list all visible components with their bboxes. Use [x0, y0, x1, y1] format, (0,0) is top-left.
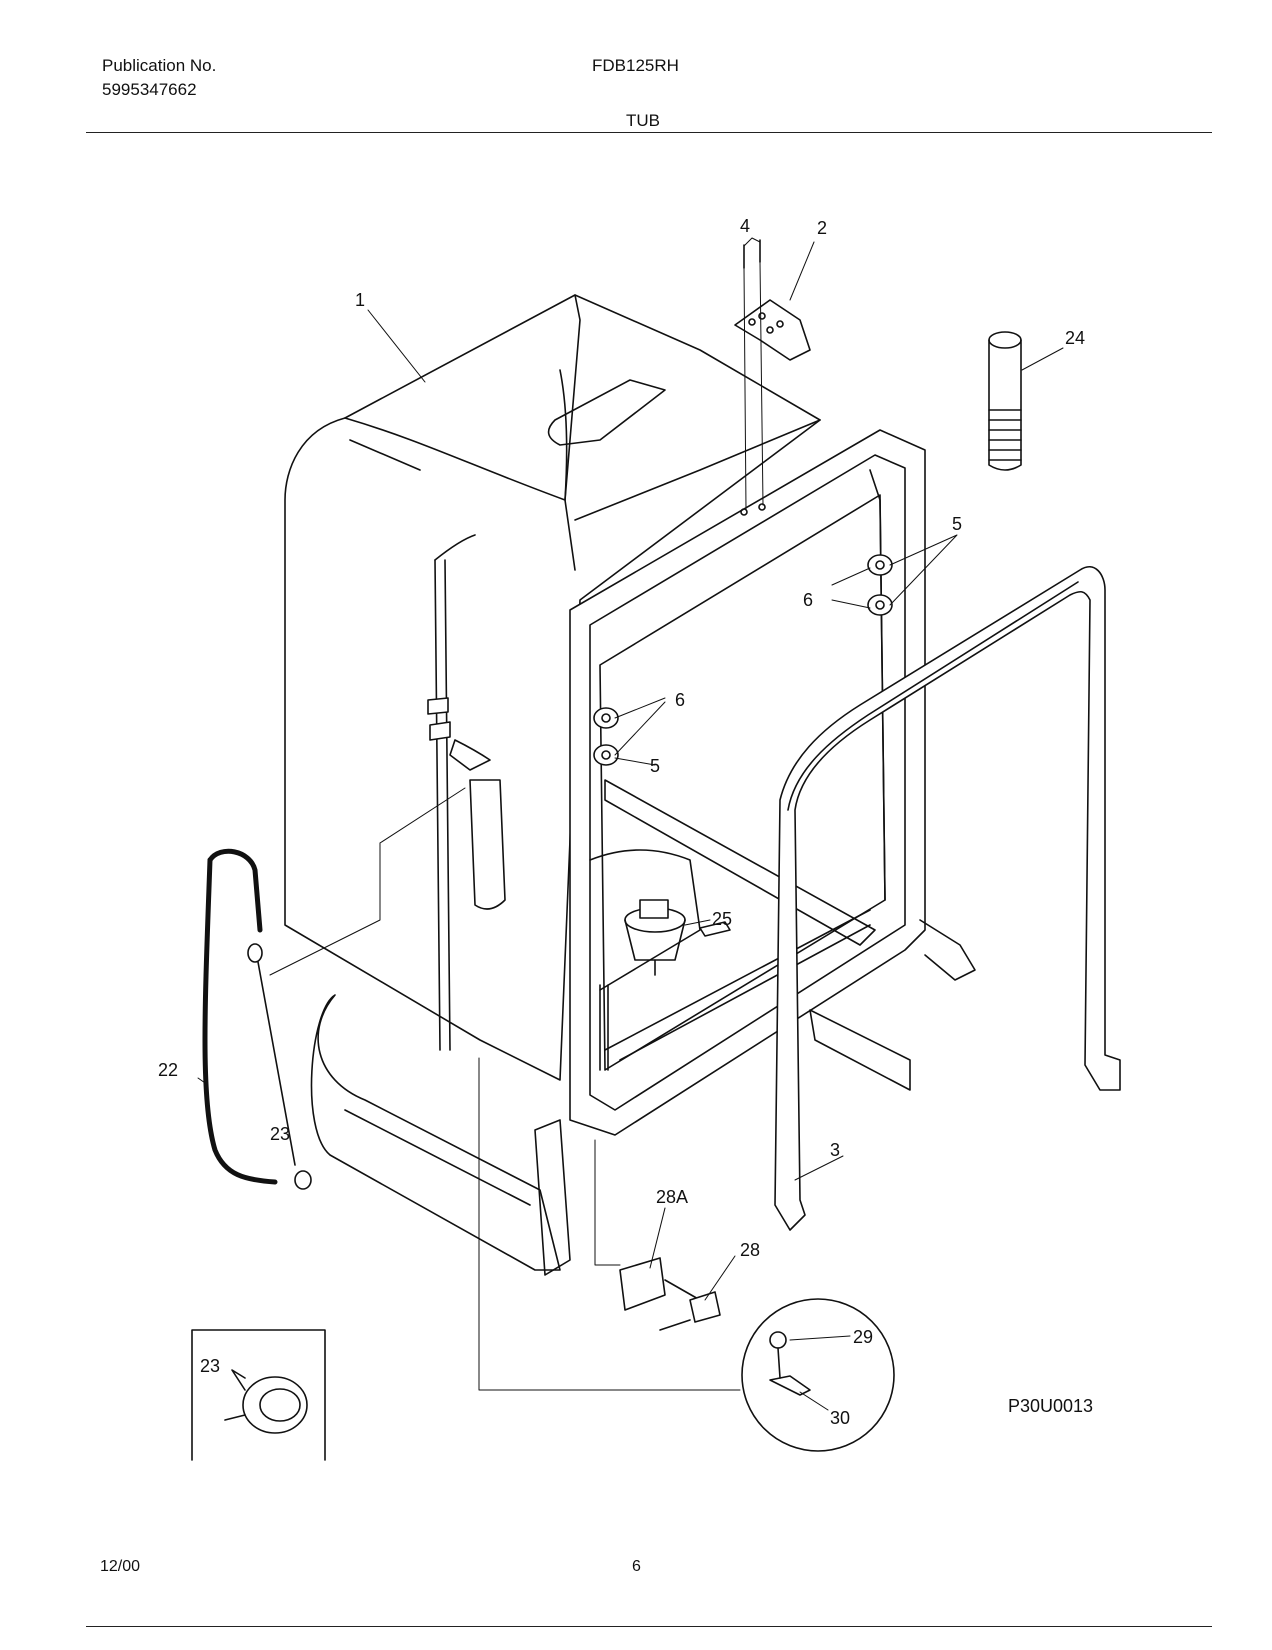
section-title: TUB: [626, 111, 660, 130]
footer-rule: [86, 1626, 1212, 1627]
footer-date: 12/00: [100, 1558, 141, 1575]
connector-lines: [269, 787, 741, 1391]
interior-rails: [589, 779, 876, 1061]
tub-body: [284, 294, 821, 1081]
rack-rollers: [593, 554, 893, 766]
door-gasket: [774, 566, 1121, 1231]
figure-code: P30U0013: [1008, 1396, 1093, 1416]
callout-23-detail: 23: [200, 1356, 220, 1376]
callout-30: 30: [830, 1408, 850, 1428]
clamp-detail-box: [191, 1329, 326, 1461]
hose-clamps: [247, 943, 312, 1190]
callout-29: 29: [853, 1327, 873, 1347]
callout-22: 22: [158, 1060, 178, 1080]
page-number: 6: [632, 1558, 641, 1575]
drain-hose: [202, 848, 278, 1185]
top-screws: [740, 239, 766, 516]
callout-25: 25: [712, 909, 732, 929]
callout-6-lower: 6: [675, 690, 685, 710]
callout-3: 3: [830, 1140, 840, 1160]
callout-6-upper: 6: [803, 590, 813, 610]
door-switch: [619, 1257, 721, 1331]
side-tube: [427, 534, 506, 1051]
callout-4: 4: [740, 216, 750, 236]
callout-23: 23: [270, 1124, 290, 1144]
header-rule: [86, 132, 1212, 133]
publication-number: 5995347662: [102, 80, 197, 99]
callout-2: 2: [817, 218, 827, 238]
callout-24: 24: [1065, 328, 1085, 348]
callout-28a: 28A: [656, 1187, 688, 1207]
model-number: FDB125RH: [592, 56, 679, 75]
callout-1: 1: [355, 290, 365, 310]
detail-circle: [741, 1298, 895, 1452]
fill-hose: [988, 331, 1022, 471]
float-assembly: [599, 899, 731, 1071]
callout-5-upper: 5: [952, 514, 962, 534]
top-bracket: [734, 299, 811, 361]
front-frame: [569, 429, 926, 1136]
callout-5-lower: 5: [650, 756, 660, 776]
base-frame: [310, 919, 976, 1276]
leader-lines: [197, 237, 1064, 1411]
callout-28: 28: [740, 1240, 760, 1260]
publication-label: Publication No.: [102, 56, 217, 75]
